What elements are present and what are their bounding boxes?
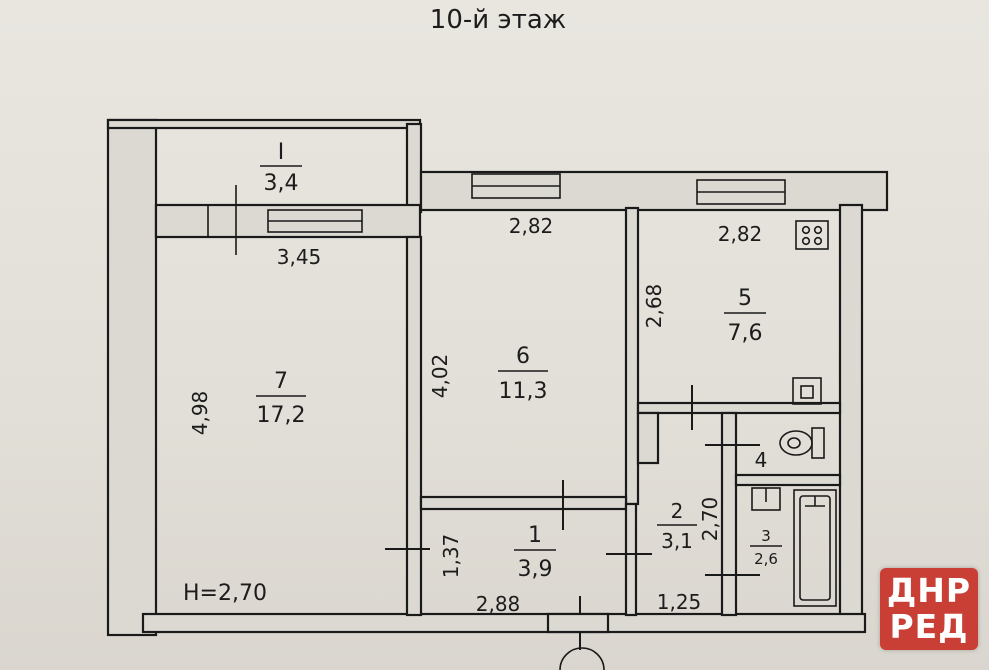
dimension-label: 1,25 [657,590,702,614]
room-area: 17,2 [257,403,306,428]
corridor-notch [636,411,660,465]
dimension-label: 2,88 [476,592,521,616]
partition-7-6 [405,235,423,617]
room-area: 11,3 [499,379,548,404]
entry-door [546,612,610,634]
partition-6-5 [624,206,640,506]
logo-line2: РЕД [889,607,969,646]
dimension-label: 3,45 [277,245,322,269]
dimension-label: 2,70 [698,497,722,542]
kitchen-sink-icon [792,377,822,405]
watermark-logo: ДНР РЕД [880,568,978,650]
partition-6-1 [419,495,628,511]
dimension-label: 2,68 [642,284,666,329]
toilet-icon [779,427,825,459]
room-number: 5 [738,286,752,311]
room-number: 2 [671,499,684,523]
left-wall [106,118,158,637]
room-area: 7,6 [728,321,763,346]
room-area: 3,4 [264,171,299,196]
room-number: 7 [274,369,288,394]
room-number: 4 [755,448,768,472]
stove-icon [795,220,829,250]
bottom-wall [141,612,867,634]
balcony-top-wall [106,118,422,130]
partition-4-3 [734,473,842,487]
dimension-label: 4,02 [428,354,452,399]
bath-sink-icon [751,487,781,511]
dimension-label: 2,82 [718,222,763,246]
dimension-label: 4,98 [188,391,212,436]
partition-1-2 [624,502,638,617]
ceiling-height-label: H=2,70 [183,581,267,606]
logo-line1: ДНР [886,571,972,610]
room-area: 3,1 [661,529,693,553]
page-circle-mark [559,647,605,670]
dimension-label: 2,82 [509,214,554,238]
dimension-label: 1,37 [439,534,463,579]
room-area: 3,9 [518,557,553,582]
floor-title: 10-й этаж [430,5,566,35]
balcony-right-wall [405,122,423,214]
room-number: I [278,140,285,165]
room-number: 1 [528,523,542,548]
room-area: 2,6 [754,550,778,568]
right-wall [838,203,864,617]
bathtub-icon [793,489,837,607]
room-number: 3 [761,527,771,545]
partition-5-2 [636,401,842,415]
room-number: 6 [516,344,530,369]
partition-2-3 [720,411,738,617]
